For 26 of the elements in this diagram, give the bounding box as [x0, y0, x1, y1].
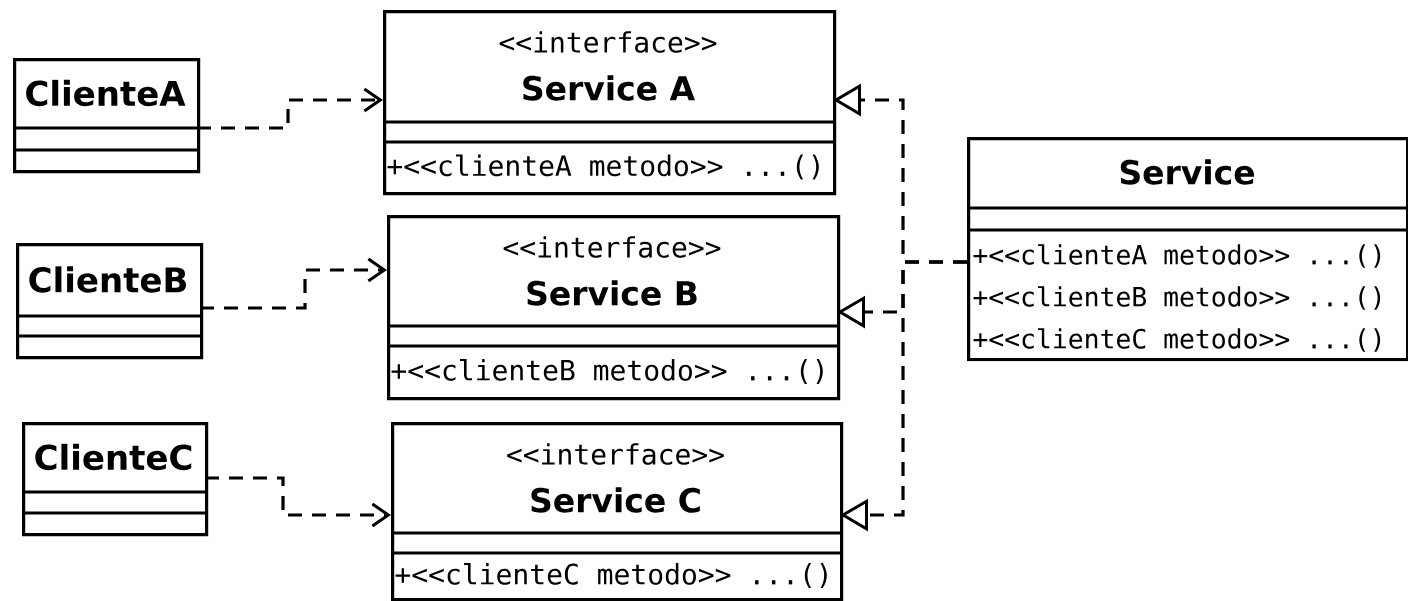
class-box: [383, 10, 837, 196]
class-box: [13, 58, 201, 174]
class-name: Service B: [527, 280, 697, 306]
class-name: Service A: [523, 75, 695, 101]
stereotype-label: <<interface>>: [499, 31, 717, 53]
dependency-arrow: [205, 476, 391, 528]
class-name: Service C: [531, 487, 700, 513]
class-box: [391, 422, 844, 601]
class-box: [387, 215, 841, 401]
class-box: [16, 243, 204, 360]
method-text: +<<clienteA metodo>> ...(): [973, 244, 1381, 268]
class-name: ClienteB: [29, 266, 186, 293]
method-text: +<<clienteC metodo>> ...(): [973, 328, 1381, 352]
dependency-arrow: [200, 257, 387, 310]
class-name: ClienteA: [26, 79, 186, 107]
class-name: ClienteC: [35, 443, 192, 471]
dependency-arrow: [197, 87, 383, 130]
class-box: [967, 137, 1408, 362]
class-box: [22, 422, 209, 537]
method-text: +<<clienteA metodo>> ...(): [387, 154, 819, 180]
stereotype-label: <<interface>>: [503, 236, 721, 258]
method-text: +<<clienteB metodo>> ...(): [391, 358, 823, 385]
method-text: +<<clienteB metodo>> ...(): [973, 286, 1381, 310]
class-name: Service: [1120, 159, 1254, 185]
method-text: +<<clienteC metodo>> ...(): [395, 562, 827, 589]
stereotype-label: <<interface>>: [507, 443, 724, 465]
